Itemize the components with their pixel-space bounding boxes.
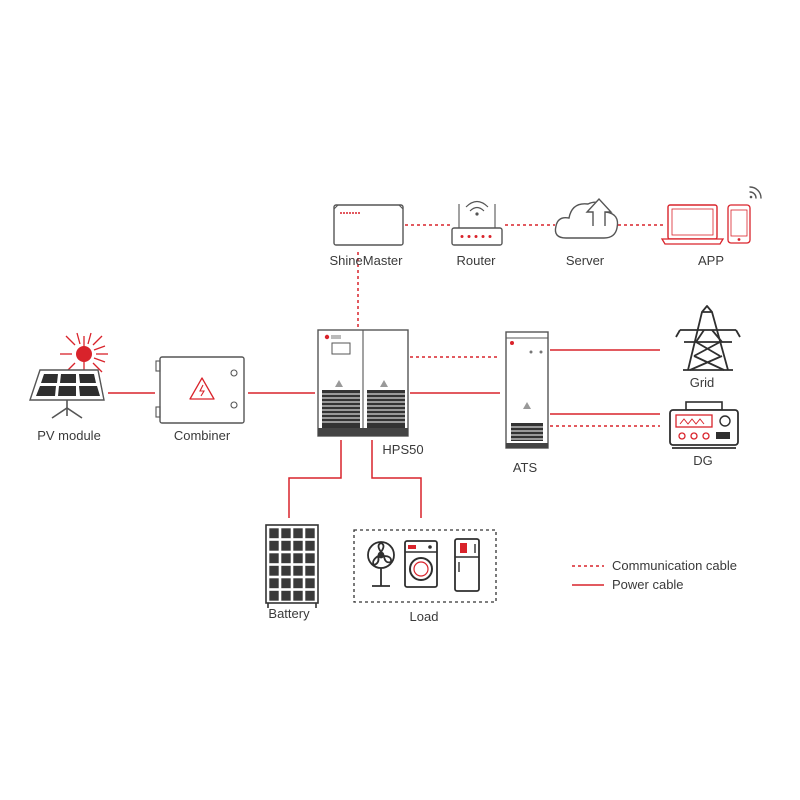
battery-cell — [292, 565, 304, 577]
legend-power-label: Power cable — [612, 577, 684, 592]
battery-cell — [280, 540, 292, 552]
router-icon — [451, 200, 503, 246]
battery-cell — [304, 527, 316, 539]
pv-module-label: PV module — [37, 428, 101, 443]
battery-cell — [280, 565, 292, 577]
power-hps-load — [371, 440, 422, 518]
battery-cell — [268, 552, 280, 564]
ats-cabinet — [505, 331, 549, 449]
battery-cell — [292, 527, 304, 539]
pv-module-icon — [29, 332, 108, 419]
communication-cables — [357, 224, 665, 427]
battery-cell — [292, 590, 304, 602]
generator-icon — [669, 401, 739, 449]
wifi-icon — [749, 186, 762, 199]
router-label: Router — [456, 253, 496, 268]
shinemaster-device — [333, 204, 404, 246]
battery-cell — [280, 552, 292, 564]
legend-communication-label: Communication cable — [612, 558, 738, 573]
battery-cell — [268, 565, 280, 577]
washing-machine-icon — [404, 540, 438, 588]
fan-icon — [367, 541, 395, 587]
battery-cell — [280, 590, 292, 602]
phone-icon — [727, 204, 751, 244]
battery-cell — [280, 527, 292, 539]
laptop-icon — [660, 204, 725, 245]
load-group — [353, 529, 497, 603]
server-label: Server — [565, 253, 605, 268]
ats-label: ATS — [512, 460, 538, 475]
power-hps-battery — [288, 440, 342, 518]
hps50-cabinet — [317, 329, 409, 437]
combiner-label: Combiner — [173, 428, 231, 443]
combiner-box — [155, 356, 245, 424]
battery-cell — [268, 590, 280, 602]
battery-cell — [280, 577, 292, 589]
battery-cell — [304, 552, 316, 564]
load-label: Load — [409, 609, 439, 624]
shinemaster-label: ShineMaster — [329, 253, 403, 268]
refrigerator-icon — [454, 538, 480, 592]
battery-cell — [292, 540, 304, 552]
battery-cell — [292, 577, 304, 589]
battery-label: Battery — [268, 606, 310, 621]
grid-label: Grid — [689, 375, 715, 390]
power-cables — [108, 349, 660, 518]
battery-cell — [292, 552, 304, 564]
transmission-tower-icon — [675, 305, 741, 371]
cloud-upload-icon — [554, 197, 619, 239]
dg-label: DG — [693, 453, 713, 468]
battery-cell — [304, 540, 316, 552]
battery-cell — [268, 527, 280, 539]
hps50-label: HPS50 — [382, 442, 424, 457]
battery-cell — [268, 577, 280, 589]
app-label: APP — [697, 253, 725, 268]
legend — [572, 565, 604, 586]
battery-cell — [304, 590, 316, 602]
battery-cell — [304, 565, 316, 577]
battery-cell — [268, 540, 280, 552]
battery-rack-icon — [265, 524, 319, 608]
battery-cell — [304, 577, 316, 589]
